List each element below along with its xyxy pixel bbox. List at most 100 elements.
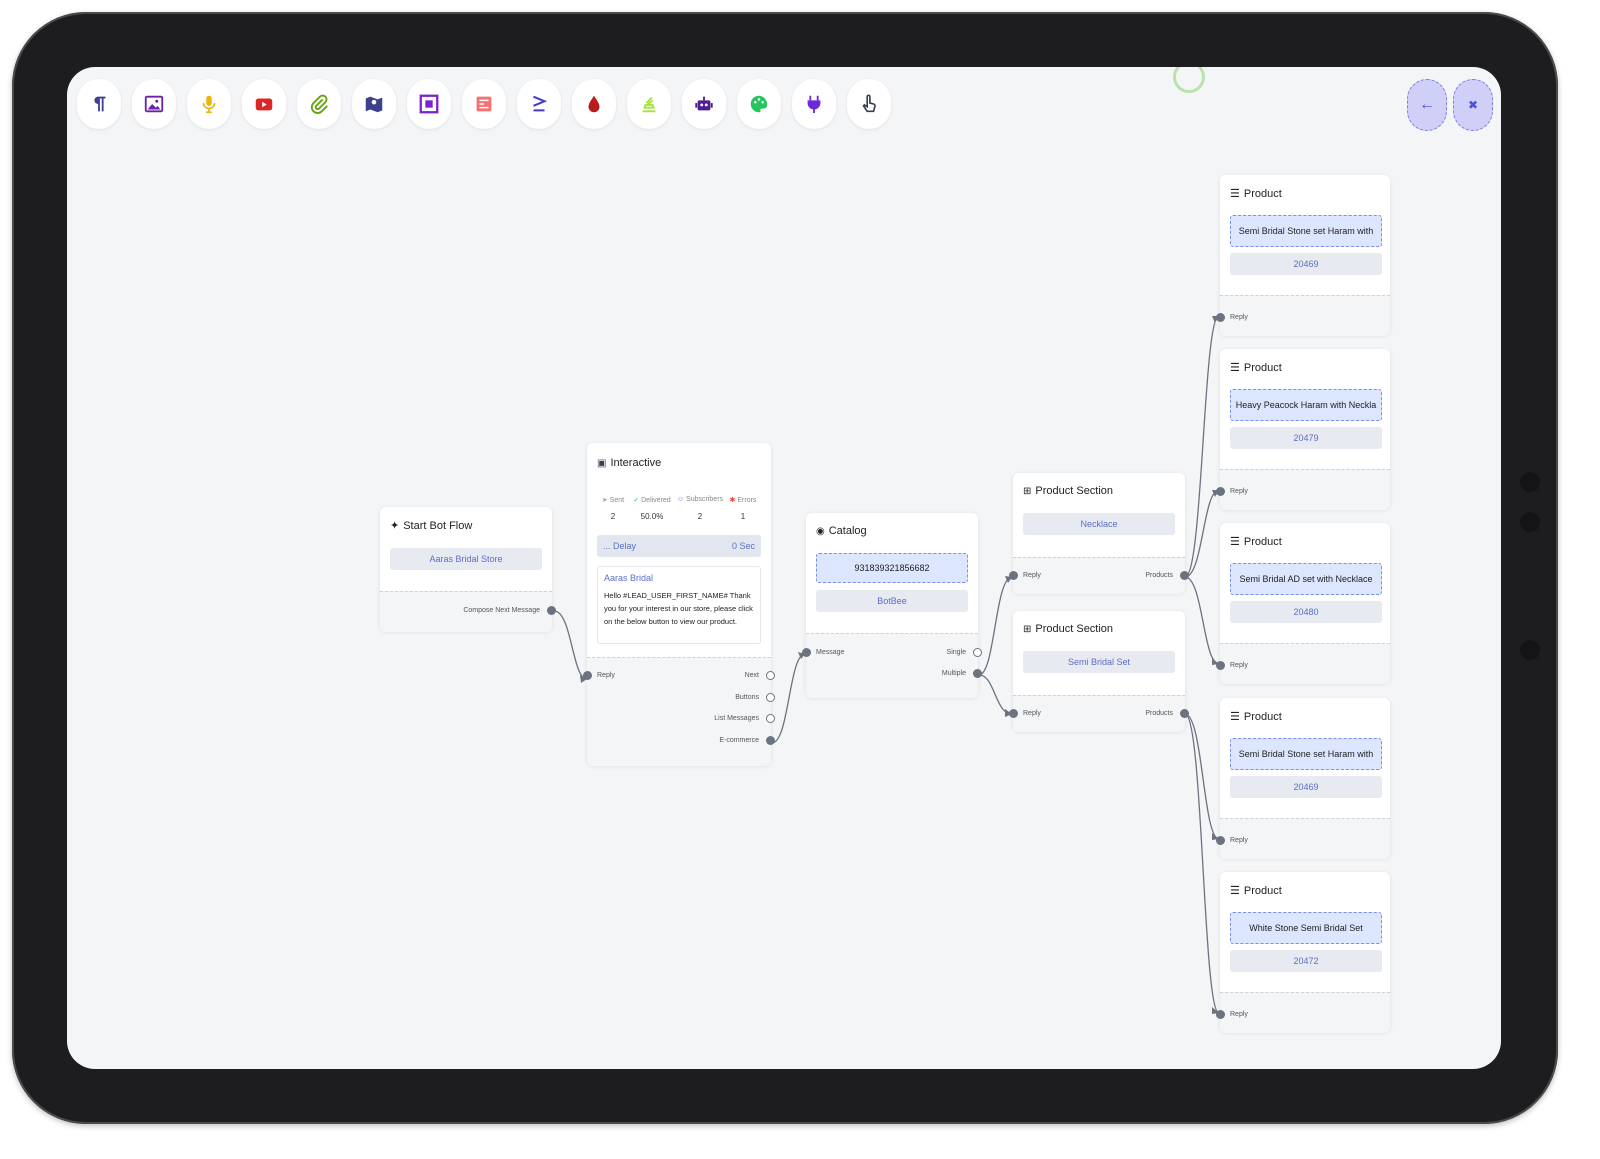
back-button[interactable]: ← [1407,79,1447,131]
product-name-field[interactable]: White Stone Semi Bridal Set [1230,912,1382,944]
video-tool[interactable] [242,79,286,129]
sender-name: Aaras Bridal [604,573,654,583]
catalog-name-field[interactable]: BotBee [816,590,968,612]
output-label-buttons: Buttons [735,694,759,701]
paperclip-icon [310,94,328,114]
paragraph-icon [94,96,106,112]
delay-field[interactable]: ... Delay 0 Sec [597,535,761,557]
product-node[interactable]: ☰ Product Heavy Peacock Haram with Neckl… [1216,349,1390,510]
variable-tool[interactable] [572,79,616,129]
product-section-node[interactable]: ⊞ Product Section Necklace Reply Product… [1009,473,1189,594]
list-icon: ☰ [1230,188,1240,200]
node-title: Product [1243,884,1282,897]
node-title: Product [1243,710,1282,723]
input-label: Reply [597,672,615,679]
stat-subscribers-label: ☺ Subscribers [676,496,724,503]
store-name-field[interactable]: Aaras Bridal Store [390,548,542,570]
node-title: Interactive [610,457,662,469]
start-bot-flow-node[interactable]: ✦ Start Bot Flow Aaras Bridal Store Comp… [380,507,556,632]
product-node[interactable]: ☰ Product White Stone Semi Bridal Set 20… [1216,872,1390,1033]
style-tool[interactable] [737,79,781,129]
product-code-field[interactable]: 20469 [1230,776,1382,798]
output-port-buttons[interactable] [766,693,775,702]
arrow-left-icon: ← [1419,96,1435,113]
image-icon [144,95,164,113]
list-icon: ☰ [1230,362,1240,374]
plug-icon [807,95,821,114]
output-label: Compose Next Message [463,607,540,614]
output-label: Products [1145,710,1173,717]
output-port-single[interactable] [973,648,982,657]
bot-tool[interactable] [682,79,726,129]
list-icon: ☰ [1230,711,1240,723]
product-code-field[interactable]: 20480 [1230,601,1382,623]
section-name-field[interactable]: Semi Bridal Set [1023,651,1175,673]
node-title: Product Section [1035,623,1114,635]
section-name-field[interactable]: Necklace [1023,513,1175,535]
product-code-field[interactable]: 20469 [1230,253,1382,275]
output-port-ecommerce[interactable] [766,736,775,745]
side-sensor [1520,512,1540,532]
output-port[interactable] [1180,571,1189,580]
output-label: Products [1145,572,1173,579]
input-port[interactable] [1216,1010,1225,1019]
input-port[interactable] [583,671,592,680]
collapse-button[interactable]: ✖ [1453,79,1493,131]
audio-tool[interactable] [187,79,231,129]
palette-icon [750,95,768,113]
output-port-multiple[interactable] [973,669,982,678]
action-tool[interactable] [847,79,891,129]
integration-tool[interactable] [792,79,836,129]
wire-section1-to-product2 [1184,489,1220,578]
input-port[interactable] [1216,313,1225,322]
input-port[interactable] [1216,661,1225,670]
condition-tool[interactable] [517,79,561,129]
grid-icon: ⊞ [1023,623,1032,635]
output-label-single: Single [946,649,966,656]
product-name-field[interactable]: Semi Bridal AD set with Necklace [1230,563,1382,595]
catalog-id-field[interactable]: 931839321856682 [816,553,968,583]
book-icon: ▣ [597,457,607,469]
article-tool[interactable] [462,79,506,129]
microphone-icon [202,95,216,114]
input-port[interactable] [1216,487,1225,496]
pointer-icon [862,94,876,113]
wire-section1-to-product1 [1184,315,1220,578]
node-title: Product [1243,535,1282,548]
product-name-field[interactable]: Semi Bridal Stone set Haram with [1230,215,1382,247]
input-port[interactable] [1216,836,1225,845]
product-name-field[interactable]: Heavy Peacock Haram with Neckla [1230,389,1382,421]
input-port[interactable] [1009,709,1018,718]
catalog-node[interactable]: ◉ Catalog 931839321856682 BotBee Message… [802,513,982,698]
stat-errors-label: ✱ Errors [729,497,757,504]
output-port[interactable] [1180,709,1189,718]
output-label-multiple: Multiple [941,670,966,677]
product-node[interactable]: ☰ Product Semi Bridal AD set with Neckla… [1216,523,1390,684]
node-title: Product [1243,361,1282,374]
product-code-field[interactable]: 20479 [1230,427,1382,449]
attachment-tool[interactable] [297,79,341,129]
location-tool[interactable] [352,79,396,129]
input-port[interactable] [1009,571,1018,580]
product-name-field[interactable]: Semi Bridal Stone set Haram with [1230,738,1382,770]
stack-tool[interactable] [627,79,671,129]
product-node[interactable]: ☰ Product Semi Bridal Stone set Haram wi… [1216,698,1390,859]
product-code-field[interactable]: 20472 [1230,950,1382,972]
node-title: Product Section [1035,485,1114,497]
input-port[interactable] [802,648,811,657]
flow-canvas[interactable]: ← ✖ ✦ Start Bot Flow Aaras Bridal Store … [67,67,1501,1069]
wire-section2-to-product4 [1184,713,1220,840]
output-port[interactable] [547,606,556,615]
product-section-node[interactable]: ⊞ Product Section Semi Bridal Set Reply … [1009,611,1189,732]
wire-interactive-to-catalog [771,653,806,744]
output-port-list-messages[interactable] [766,714,775,723]
output-port-next[interactable] [766,671,775,680]
interactive-node[interactable]: ▣ Interactive ➤ Sent 2 ✓ Delivered 50.0%… [583,443,775,766]
image-tool[interactable] [132,79,176,129]
wire-catalog-to-section1 [978,576,1013,676]
message-preview[interactable]: Aaras Bridal Hello #LEAD_USER_FIRST_NAME… [597,566,761,644]
frame-icon [419,94,439,114]
frame-tool[interactable] [407,79,451,129]
paragraph-tool[interactable] [77,79,121,129]
product-node[interactable]: ☰ Product Semi Bridal Stone set Haram wi… [1216,175,1390,336]
